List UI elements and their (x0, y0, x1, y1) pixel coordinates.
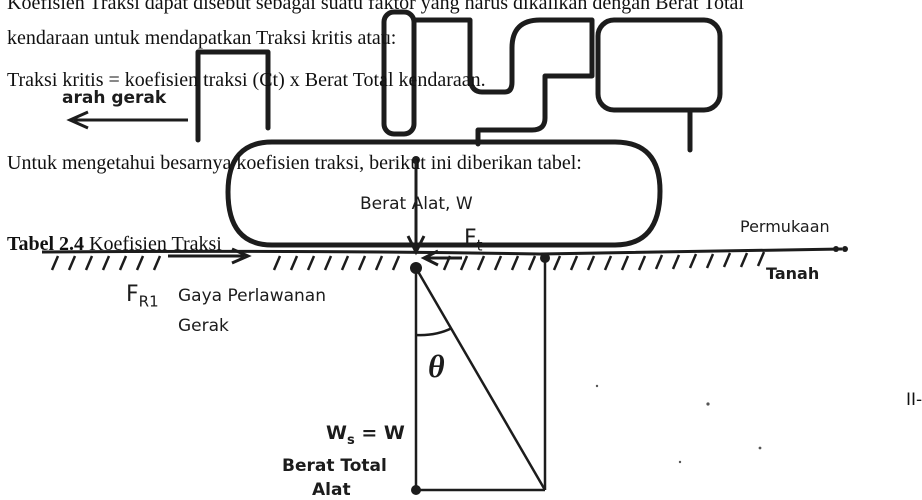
scan-specks (595, 384, 762, 464)
paragraph-line-2: kendaraan untuk mendapatkan Traksi kriti… (7, 27, 397, 49)
traction-subscript: t (476, 236, 483, 255)
ws-subscript: s (346, 432, 355, 448)
paragraph-line-1: Koefisien Traksi dapat disebut sebagai s… (7, 0, 744, 14)
weight-arrow (406, 158, 426, 256)
cab-body (595, 17, 723, 113)
direction-arrow (66, 110, 188, 130)
resistance-force-label: FR1 (126, 284, 159, 309)
resistance-label-1: Gaya Perlawanan (178, 286, 326, 306)
traction-arrow (420, 249, 462, 267)
traction-symbol: F (464, 226, 477, 251)
crawler-track (225, 139, 663, 248)
ws-equals: = W (361, 422, 405, 444)
angle-symbol: θ (428, 348, 445, 384)
direction-label: arah gerak (62, 88, 167, 108)
ground-line (41, 247, 843, 256)
formula-line: Traksi kritis = koefisien traksi (Ct) x … (7, 69, 486, 91)
weight-point (412, 156, 420, 164)
table-caption-text: Koefisien Traksi (84, 233, 222, 255)
resistance-arrow (168, 247, 252, 265)
contact-point (410, 262, 422, 274)
intro-line: Untuk mengetahui besarnya koefisien trak… (7, 152, 582, 174)
resistance-symbol: F (126, 282, 139, 307)
surface-label-2: Tanah (766, 264, 820, 283)
engine-housing (195, 49, 271, 143)
surface-label-1: Permukaan (740, 217, 830, 236)
cab-frame (411, 17, 595, 147)
table-caption: Tabel 2.4 Koefisien Traksi (7, 232, 222, 256)
resistance-label-2: Gerak (178, 316, 229, 336)
table-caption-number: Tabel 2.4 (7, 233, 85, 255)
surface-dots (833, 246, 848, 252)
base-point (411, 485, 421, 495)
track-end-point (540, 253, 550, 263)
total-weight-label-2: Alat (312, 480, 351, 500)
page-number: II- (906, 390, 922, 410)
weight-label: Berat Alat, W (360, 194, 473, 214)
traction-force-label: Ft (464, 228, 483, 253)
total-weight-label-1: Berat Total (282, 456, 387, 476)
force-triangle (414, 258, 547, 492)
ws-equation: Ws = W (326, 424, 405, 447)
exhaust-stack (381, 9, 417, 137)
ws-symbol: W (326, 422, 347, 444)
resistance-subscript: R1 (138, 292, 159, 311)
ground-hatching (50, 251, 766, 271)
